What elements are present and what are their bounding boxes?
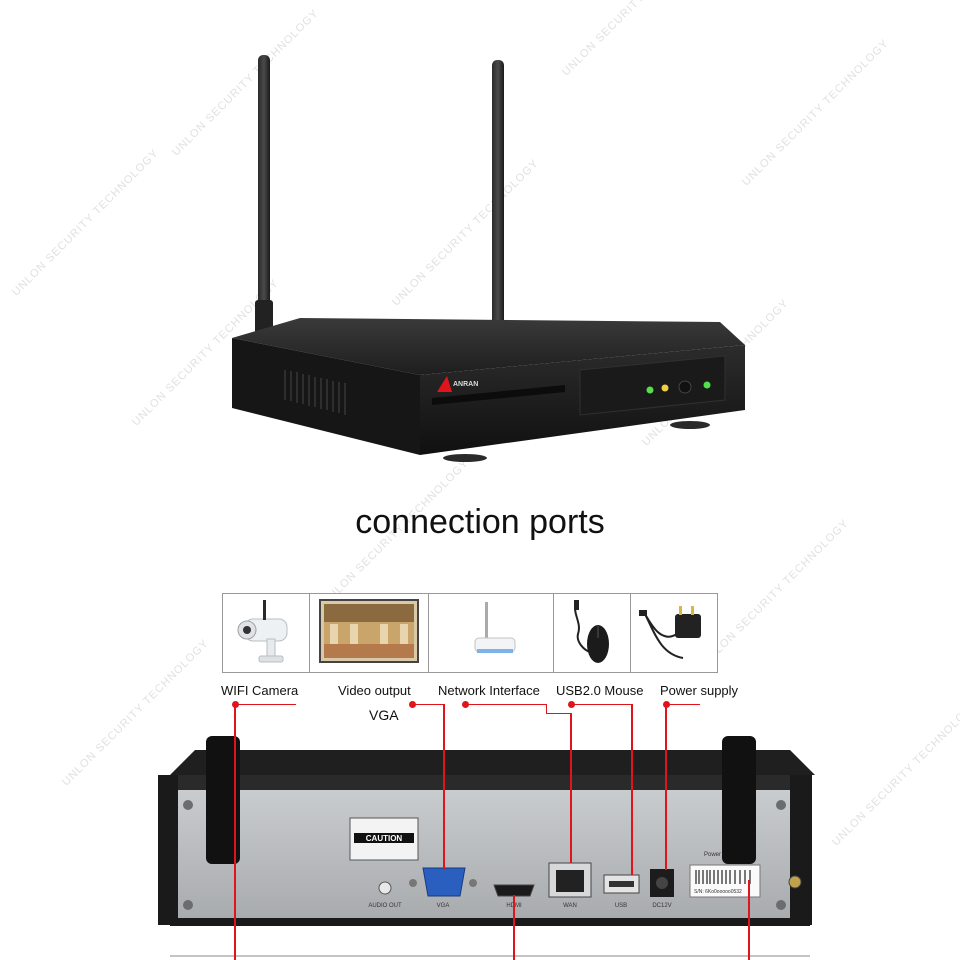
- usb-port-label: USB: [615, 903, 627, 909]
- power-adapter-icon: [639, 606, 701, 659]
- device-cell-monitor: [310, 594, 429, 672]
- label-network-interface: Network Interface: [438, 683, 540, 698]
- antenna-stub-right: [722, 736, 756, 864]
- nvr-back-illustration: CAUTION AUDIO OUT VGA HDMI WAN USB DC12V…: [158, 736, 815, 957]
- camera-icon: [237, 600, 288, 663]
- ir-receiver: [678, 380, 692, 394]
- brand-logo: [437, 376, 452, 392]
- section-heading: connection ports: [355, 503, 605, 541]
- device-cell-camera: [223, 594, 310, 672]
- device-strip: [222, 593, 718, 673]
- monitor-icon: [319, 599, 419, 663]
- audio-out-port: [378, 881, 392, 895]
- brand-text: ANRAN: [453, 381, 478, 388]
- status-led: [703, 381, 711, 389]
- label-usb-mouse: USB2.0 Mouse: [556, 683, 644, 698]
- label-power-supply: Power supply: [660, 683, 739, 698]
- audio-out-label: AUDIO OUT: [368, 903, 402, 909]
- label-vga: VGA: [369, 707, 399, 723]
- nvr-front-illustration: ANRAN: [232, 55, 745, 462]
- hdmi-port: [493, 884, 535, 897]
- device-cell-power: [631, 594, 719, 672]
- status-led: [646, 386, 654, 394]
- antenna-left: [255, 55, 273, 335]
- label-video-output: Video output: [338, 683, 411, 698]
- label-wifi-camera: WIFI Camera: [221, 683, 299, 698]
- wan-port-label: WAN: [563, 903, 577, 909]
- status-led: [661, 384, 669, 392]
- back-panel: [178, 790, 790, 920]
- mouse-icon: [574, 600, 609, 663]
- vga-port-label: VGA: [437, 903, 450, 909]
- device-cell-mouse: [554, 594, 631, 672]
- case-top: [232, 318, 745, 375]
- power-label: Power: [704, 852, 721, 858]
- device-cell-router: [429, 594, 554, 672]
- vga-port: [422, 867, 466, 897]
- caution-text: CAUTION: [366, 834, 403, 843]
- antenna-right: [489, 60, 507, 355]
- router-icon: [474, 602, 516, 653]
- dc12v-label: DC12V: [652, 903, 671, 909]
- vents: [284, 370, 346, 415]
- antenna-stub-left: [206, 736, 240, 864]
- serial-number: S/N: 6Ko0ooooo0532: [694, 889, 742, 895]
